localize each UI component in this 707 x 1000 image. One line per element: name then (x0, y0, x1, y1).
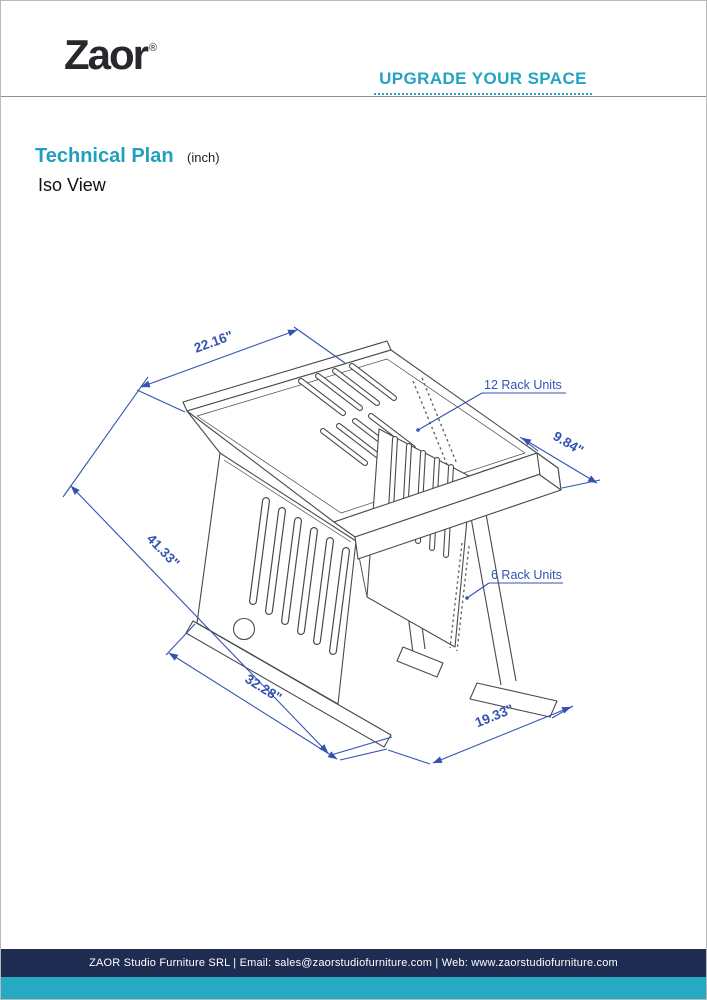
annotation-6-rack-units: 6 Rack Units (491, 568, 562, 582)
logo-text: Zaor (64, 31, 149, 78)
dim-line-base-left (168, 652, 338, 760)
dimension-annotations (62, 326, 601, 765)
view-label: Iso View (38, 175, 106, 195)
dim-label-armrest-depth: 9.84" (550, 428, 586, 458)
left-side-panel (196, 452, 357, 705)
dim-line-left-depth (70, 485, 329, 754)
side-panel-vent-slots (249, 497, 350, 655)
right-foot (469, 682, 558, 718)
divider-vent-slots (387, 436, 454, 558)
footer-bar: ZAOR Studio Furniture SRL | Email: sales… (1, 949, 706, 977)
tagline: UPGRADE YOUR SPACE (374, 69, 592, 95)
dim-label-top-width: 22.16" (192, 328, 235, 356)
annotation-12-rack-units: 12 Rack Units (484, 378, 562, 392)
footer-text: ZAOR Studio Furniture SRL | Email: sales… (89, 957, 618, 969)
cable-hole (232, 617, 256, 641)
dim-line-top-width (140, 329, 298, 388)
unit-label: (inch) (187, 150, 220, 165)
dim-label-base-left: 32.28" (242, 671, 284, 705)
armrest (333, 452, 562, 560)
zaor-logo: Zaor® (64, 31, 157, 79)
top-rack-panel (182, 340, 538, 523)
inner-divider-panel (366, 428, 472, 648)
rack-rail-12u (412, 377, 458, 468)
dim-label-base-right: 19.33" (473, 701, 516, 730)
desk-line-art (182, 340, 562, 748)
title-block: Technical Plan (inch) Iso View (35, 145, 220, 196)
rack-rail-6u (449, 542, 470, 652)
floor-skid-left (185, 620, 392, 748)
dim-line-armrest-depth (521, 437, 598, 484)
dim-line-base-right (432, 706, 572, 764)
header-divider (1, 96, 706, 97)
dim-label-left-depth: 41.33" (144, 531, 183, 570)
right-rack-structure (355, 428, 558, 718)
registered-mark: ® (149, 42, 158, 54)
footer-accent-bar (1, 977, 706, 999)
page-title: Technical Plan (35, 145, 174, 167)
top-panel-vent-slots (298, 363, 416, 466)
